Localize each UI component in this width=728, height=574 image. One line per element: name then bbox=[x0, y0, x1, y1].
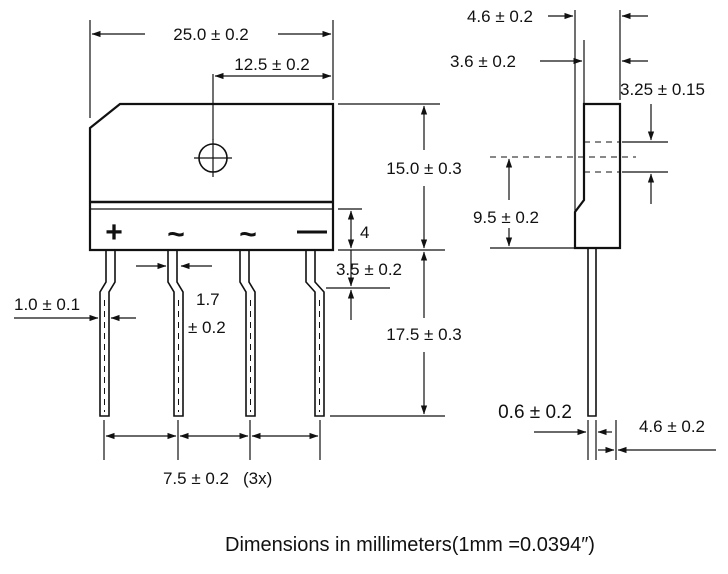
side-thickness-body-label: 3.6 ± 0.2 bbox=[450, 52, 516, 71]
shoulder-width-tolerance: ± 0.2 bbox=[188, 318, 226, 337]
lead-4 bbox=[305, 250, 325, 417]
pin-symbol-ac-1: ~ bbox=[167, 218, 185, 251]
pitch-count-label: (3x) bbox=[243, 469, 272, 488]
hole-diameter-label: 3.25 ± 0.15 bbox=[620, 80, 705, 99]
dim-hole-diameter: 3.25 ± 0.15 bbox=[620, 80, 705, 204]
dim-side-thickness-outer: 4.6 ± 0.2 bbox=[467, 7, 648, 212]
pitch-label: 7.5 ± 0.2 bbox=[163, 469, 229, 488]
band-height-label: 4 bbox=[360, 223, 369, 242]
shoulder-drop-label: 3.5 ± 0.2 bbox=[336, 260, 402, 279]
lead-1 bbox=[99, 250, 116, 417]
package-body bbox=[88, 102, 335, 252]
lead-width-label: 1.0 ± 0.1 bbox=[14, 295, 80, 314]
dim-hole-offset: 9.5 ± 0.2 bbox=[473, 158, 575, 249]
lead-thickness-label: 0.6 ± 0.2 bbox=[498, 402, 572, 423]
dim-lead-length: 17.5 ± 0.3 bbox=[330, 251, 462, 417]
dim-lead-width: 1.0 ± 0.1 bbox=[14, 295, 136, 322]
overall-width-label: 25.0 ± 0.2 bbox=[173, 25, 249, 44]
shoulder-width-value: 1.7 bbox=[196, 290, 220, 309]
pin-symbol-plus: + bbox=[105, 216, 123, 249]
dim-lead-thickness: 0.6 ± 0.2 4.6 ± 0.2 bbox=[498, 402, 716, 460]
pin-symbol-minus: — bbox=[297, 214, 327, 247]
mounting-hole bbox=[194, 139, 232, 177]
dim-side-thickness-body: 3.6 ± 0.2 bbox=[450, 40, 648, 104]
dim-body-height: 15.0 ± 0.3 bbox=[338, 103, 462, 251]
dim-center-offset: 12.5 ± 0.2 bbox=[212, 55, 332, 140]
body-height-label: 15.0 ± 0.3 bbox=[386, 159, 462, 178]
pin-symbol-ac-2: ~ bbox=[239, 218, 257, 251]
lead-2 bbox=[167, 250, 184, 417]
dim-pin-pitch: 7.5 ± 0.2 (3x) bbox=[103, 420, 321, 488]
center-offset-label: 12.5 ± 0.2 bbox=[234, 55, 310, 74]
hole-offset-label: 9.5 ± 0.2 bbox=[473, 208, 539, 227]
dim-shoulder-drop: 3.5 ± 0.2 bbox=[326, 250, 402, 320]
lead-offset-label: 4.6 ± 0.2 bbox=[639, 417, 705, 436]
side-body bbox=[573, 102, 622, 250]
dim-overall-width: 25.0 ± 0.2 bbox=[89, 20, 334, 118]
lead-3 bbox=[239, 250, 256, 417]
side-thickness-outer-label: 4.6 ± 0.2 bbox=[467, 7, 533, 26]
dim-band-height: 4 bbox=[338, 208, 369, 249]
units-note: Dimensions in millimeters(1mm =0.0394″) bbox=[225, 534, 595, 556]
side-lead bbox=[587, 248, 597, 417]
side-view: 4.6 ± 0.2 3.6 ± 0.2 3.25 ± 0.15 9.5 ± 0.… bbox=[450, 7, 716, 460]
lead-length-label: 17.5 ± 0.3 bbox=[386, 325, 462, 344]
front-view: + ~ ~ — 25.0 ± 0.2 bbox=[14, 20, 462, 488]
dim-shoulder-width: 1.7 ± 0.2 bbox=[136, 262, 226, 337]
